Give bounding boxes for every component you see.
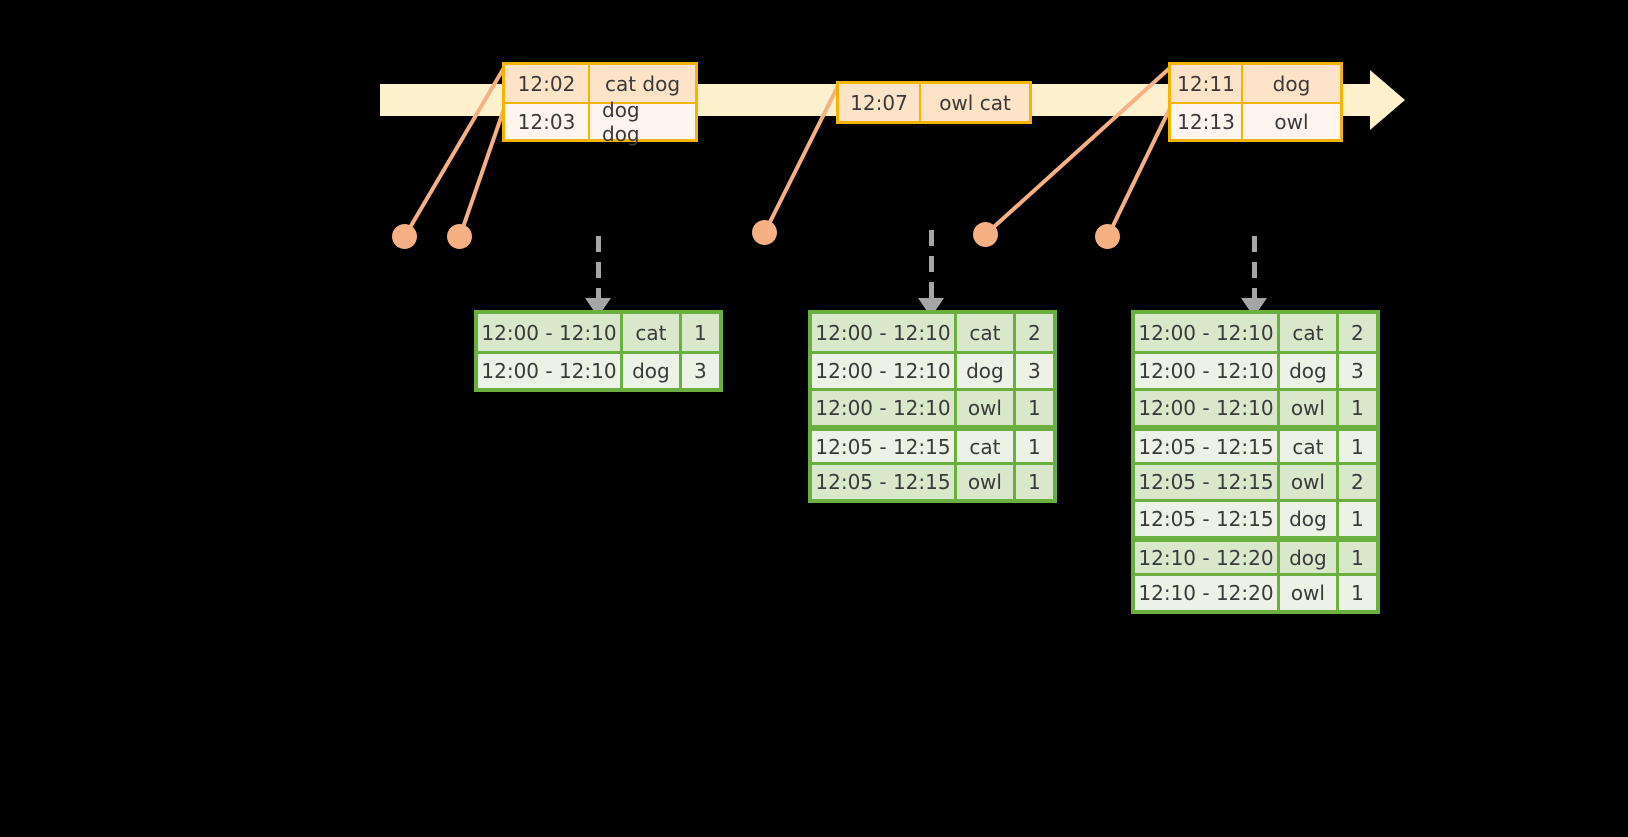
cell-window: 12:00 - 12:10: [812, 354, 957, 388]
cell-count: 2: [1338, 314, 1376, 351]
event-group-3[interactable]: 12:11 dog 12:13 owl: [1168, 62, 1343, 142]
timeline-arrow-icon: [1370, 70, 1405, 130]
cell-key: dog: [622, 354, 682, 388]
event-row[interactable]: 12:07 owl cat: [839, 84, 1029, 121]
cell-key: owl: [1279, 391, 1339, 425]
cell-count: 1: [1338, 502, 1376, 536]
cell-window: 12:00 - 12:10: [1135, 314, 1280, 351]
cell-window: 12:00 - 12:10: [478, 354, 623, 388]
cell-count: 1: [681, 314, 719, 351]
cell-key: owl: [1279, 576, 1339, 610]
cell-key: dog: [1279, 542, 1339, 573]
connector-dot: [1095, 224, 1120, 249]
arrow-stem: [595, 236, 601, 298]
event-words: dog dog: [602, 97, 640, 146]
cell-count: 1: [1338, 576, 1376, 610]
cell-key: cat: [956, 314, 1016, 351]
cell-count: 3: [1015, 354, 1053, 388]
cell-count: 3: [1338, 354, 1376, 388]
event-time: 12:11: [1171, 65, 1243, 102]
event-time: 12:13: [1171, 104, 1243, 139]
cell-key: dog: [956, 354, 1016, 388]
cell-count: 3: [681, 354, 719, 388]
event-row[interactable]: 12:02 cat dog: [505, 65, 695, 102]
cell-window: 12:00 - 12:10: [812, 314, 957, 351]
cell-key: owl: [956, 465, 1016, 499]
cell-key: cat: [1279, 431, 1339, 462]
event-row[interactable]: 12:11 dog: [1171, 65, 1340, 102]
event-group-2[interactable]: 12:07 owl cat: [836, 81, 1032, 124]
event-words: cat dog: [604, 71, 681, 96]
event-words: owl cat: [939, 90, 1011, 115]
cell-count: 1: [1015, 391, 1053, 425]
cell-window: 12:00 - 12:10: [478, 314, 623, 351]
cell-window: 12:05 - 12:15: [812, 431, 957, 462]
event-row[interactable]: 12:13 owl: [1171, 102, 1340, 139]
arrow-stem: [1251, 236, 1257, 298]
cell-count: 1: [1338, 431, 1376, 462]
cell-window: 12:10 - 12:20: [1135, 576, 1280, 610]
cell-count: 2: [1015, 314, 1053, 351]
event-words: owl: [1274, 109, 1309, 134]
cell-window: 12:05 - 12:15: [812, 465, 957, 499]
cell-window: 12:05 - 12:15: [1135, 502, 1280, 536]
connector-dot: [392, 224, 417, 249]
connector-dot: [447, 224, 472, 249]
cell-count: 1: [1338, 542, 1376, 573]
cell-window: 12:00 - 12:10: [1135, 354, 1280, 388]
event-time: 12:02: [505, 65, 590, 102]
dashed-down-arrow-icon: [585, 236, 611, 317]
dashed-down-arrow-icon: [918, 230, 944, 317]
cell-key: cat: [622, 314, 682, 351]
event-time: 12:07: [839, 84, 921, 121]
cell-window: 12:00 - 12:10: [812, 391, 957, 425]
event-row[interactable]: 12:03 dog dog: [505, 97, 695, 146]
connector-line: [458, 105, 507, 237]
cell-key: dog: [1279, 502, 1339, 536]
cell-key: cat: [956, 431, 1016, 462]
dashed-down-arrow-icon: [1241, 236, 1267, 317]
connector-dot: [752, 220, 777, 245]
cell-count: 2: [1338, 465, 1376, 499]
connector-dot: [973, 222, 998, 247]
cell-key: dog: [1279, 354, 1339, 388]
cell-window: 12:05 - 12:15: [1135, 465, 1280, 499]
event-group-1[interactable]: 12:02 cat dog 12:03 dog dog: [502, 62, 698, 146]
cell-window: 12:10 - 12:20: [1135, 542, 1280, 573]
cell-count: 1: [1015, 465, 1053, 499]
cell-window: 12:00 - 12:10: [1135, 391, 1280, 425]
cell-count: 1: [1338, 391, 1376, 425]
event-words: dog: [1272, 71, 1311, 96]
cell-key: cat: [1279, 314, 1339, 351]
connector-line: [1106, 103, 1174, 237]
event-time: 12:03: [505, 104, 590, 139]
cell-key: owl: [956, 391, 1016, 425]
cell-key: owl: [1279, 465, 1339, 499]
arrow-stem: [928, 230, 934, 298]
cell-window: 12:05 - 12:15: [1135, 431, 1280, 462]
cell-count: 1: [1015, 431, 1053, 462]
